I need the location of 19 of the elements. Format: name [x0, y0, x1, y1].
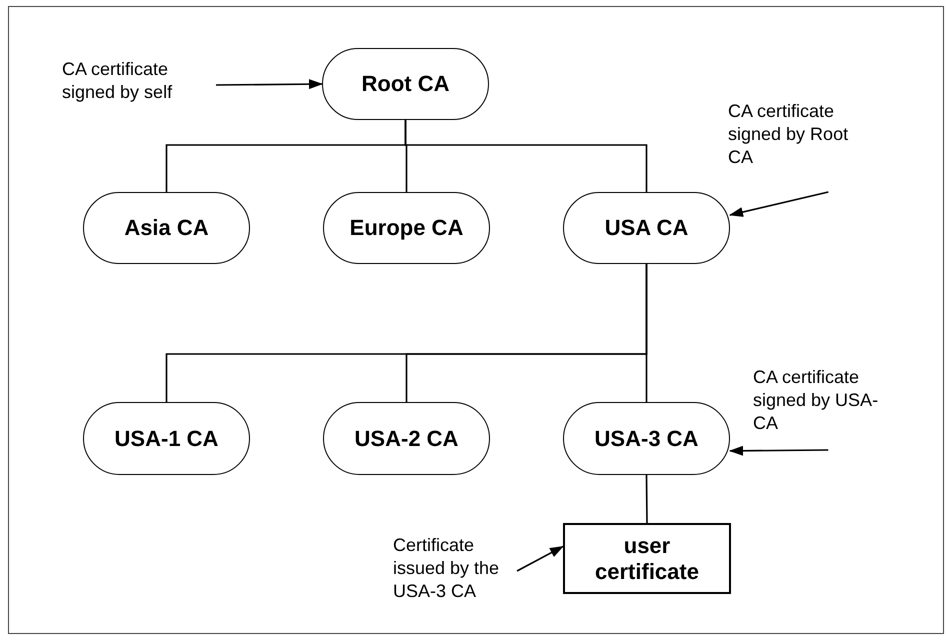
ca-node: USA-3 CA — [563, 402, 730, 475]
annotation-text: CA certificate signed by self — [62, 58, 216, 112]
arrow — [516, 546, 564, 572]
annotation-text: CA certificate signed by USA-CA — [753, 366, 885, 450]
connector-line — [404, 120, 648, 192]
ca-node: Europe CA — [323, 192, 490, 264]
annotation-text: Certificate issued by the USA-3 CA — [393, 534, 517, 608]
certificate-box: user certificate — [563, 523, 731, 594]
ca-node: USA-1 CA — [83, 402, 250, 475]
arrow — [729, 446, 828, 456]
connector-line — [646, 264, 648, 402]
ca-node: USA-2 CA — [323, 402, 490, 475]
connector-line — [646, 475, 648, 523]
ca-node: Root CA — [322, 48, 489, 120]
ca-node: Asia CA — [83, 192, 250, 264]
annotation-text: CA certificate signed by Root CA — [728, 100, 860, 192]
arrow — [729, 191, 828, 217]
arrow — [216, 79, 323, 90]
ca-node: USA CA — [563, 192, 730, 264]
